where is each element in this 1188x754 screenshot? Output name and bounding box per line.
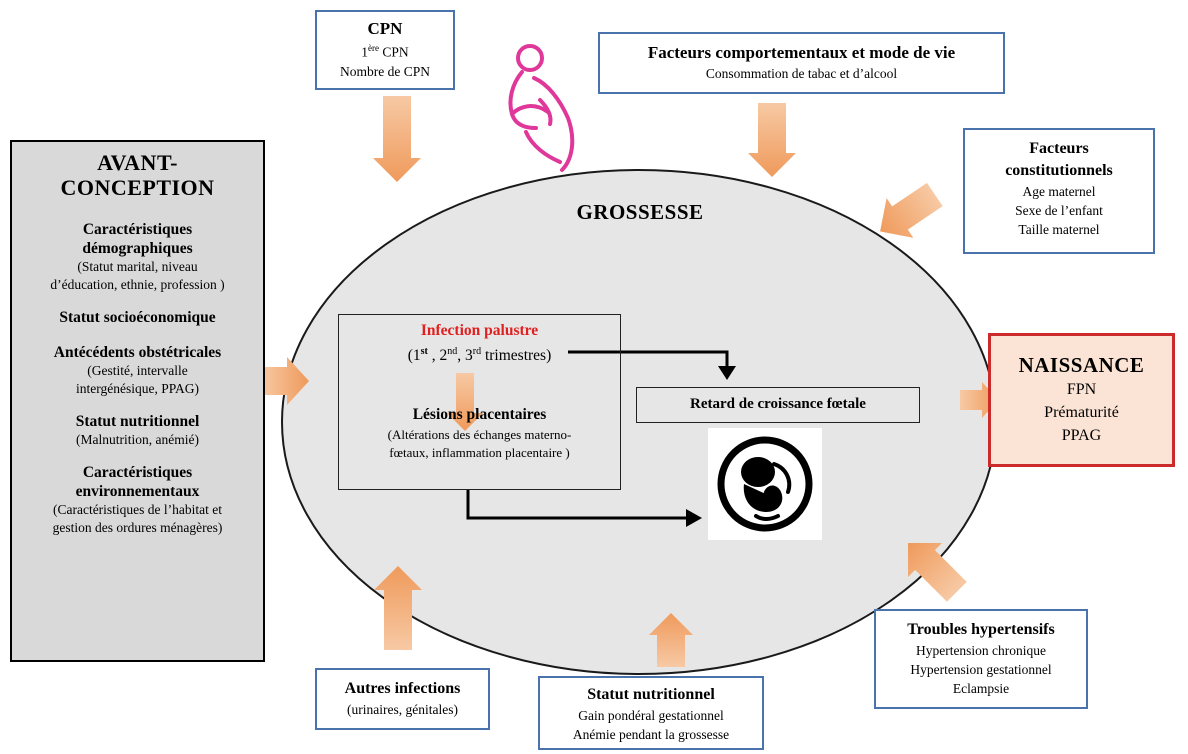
arrow-infection-to-lesions xyxy=(447,373,483,431)
hypertensifs-title: Troubles hypertensifs xyxy=(907,621,1055,638)
grossesse-title: GROSSESSE xyxy=(576,200,704,224)
connector-infection-retard xyxy=(568,350,729,368)
statut-nutritionnel-box: Statut nutritionnel Gain pondéral gestat… xyxy=(538,676,764,750)
arrow-cpn xyxy=(373,96,421,182)
hypertensifs-box: Troubles hypertensifs Hypertension chron… xyxy=(874,609,1088,709)
pregnant-woman-icon xyxy=(508,44,575,172)
autres-infections-detail: (urinaires, génitales) xyxy=(347,702,458,717)
connector-lesions-fetus xyxy=(466,490,688,520)
arrow-hypertensifs xyxy=(908,543,967,602)
autres-infections-box: Autres infections (urinaires, génitales) xyxy=(315,668,490,730)
arrow-avant xyxy=(261,357,309,405)
trimestres-text: (1st , 2nd, 3rd trimestres) xyxy=(407,346,552,365)
arrow-comportement xyxy=(748,103,796,177)
hypertensifs-item: Hypertension gestationnel xyxy=(910,662,1052,677)
constitutionnels-item: Taille maternel xyxy=(1018,222,1100,237)
naissance-item: PPAG xyxy=(1061,427,1102,444)
lesions-title: Lésions placentaires xyxy=(412,406,547,424)
hypertensifs-item: Eclampsie xyxy=(952,681,1010,696)
naissance-title: NAISSANCE xyxy=(1018,353,1145,377)
cpn-box: CPN 1ère CPN Nombre de CPN xyxy=(315,10,455,90)
cpn-title: CPN xyxy=(367,19,403,38)
connector-lesions-fetus-head xyxy=(686,509,702,527)
fetus-card xyxy=(708,428,822,540)
obstetricales-detail: (Gestité, intervalle intergénésique, PPA… xyxy=(76,363,199,396)
obstetricales-title: Antécédents obstétricales xyxy=(53,344,222,361)
infection-box: Infection palustre (1st , 2nd, 3rd trime… xyxy=(338,314,621,490)
avant-conception-title: AVANT- CONCEPTION xyxy=(60,150,215,200)
demographiques-title: Caractéristiques démographiques xyxy=(82,221,193,257)
autres-infections-title: Autres infections xyxy=(344,680,461,697)
retard-croissance-box: Retard de croissance fœtale xyxy=(636,387,920,423)
connector-infection-retard-head xyxy=(718,366,736,380)
cpn-first-visit: 1ère CPN xyxy=(361,43,409,60)
cpn-count: Nombre de CPN xyxy=(340,63,430,79)
environnementaux-detail: (Caractéristiques de l’habitat et gestio… xyxy=(52,502,223,535)
comportement-detail: Consommation de tabac et d’alcool xyxy=(705,66,898,81)
statut-nutritionnel-title: Statut nutritionnel xyxy=(587,686,715,703)
naissance-item: Prématurité xyxy=(1044,404,1119,421)
statut-nutritionnel-item: Anémie pendant la grossesse xyxy=(572,727,730,742)
arrow-autres xyxy=(374,566,422,650)
nutritionnel-title: Statut nutritionnel xyxy=(75,413,200,430)
environnementaux-title: Caractéristiques environnementaux xyxy=(75,464,200,500)
comportement-title: Facteurs comportementaux et mode de vie xyxy=(647,43,956,62)
hypertensifs-item: Hypertension chronique xyxy=(915,643,1047,658)
arrow-constitutionnels xyxy=(880,182,943,238)
constitutionnels-title: Facteurs constitutionnels xyxy=(1005,140,1113,179)
lesions-detail: (Altérations des échanges materno- fœtau… xyxy=(387,427,572,461)
demographiques-detail: (Statut marital, niveau d’éducation, eth… xyxy=(50,259,225,292)
socioeconomique-title: Statut socioéconomique xyxy=(59,309,216,326)
comportement-box: Facteurs comportementaux et mode de vie … xyxy=(598,32,1005,94)
infection-title: Infection palustre xyxy=(420,322,539,339)
avant-conception-box: AVANT- CONCEPTION Caractéristiques démog… xyxy=(10,140,265,662)
naissance-item: FPN xyxy=(1066,381,1097,398)
constitutionnels-box: Facteurs constitutionnels Age maternel S… xyxy=(963,128,1155,254)
constitutionnels-item: Age maternel xyxy=(1022,184,1096,199)
arrow-statut-nutri xyxy=(649,613,693,667)
fetus-icon xyxy=(717,436,813,532)
statut-nutritionnel-item: Gain pondéral gestationnel xyxy=(578,708,724,723)
nutritionnel-detail: (Malnutrition, anémié) xyxy=(76,432,199,447)
constitutionnels-item: Sexe de l’enfant xyxy=(1015,203,1103,218)
naissance-box: NAISSANCE FPN Prématurité PPAG xyxy=(988,333,1175,467)
